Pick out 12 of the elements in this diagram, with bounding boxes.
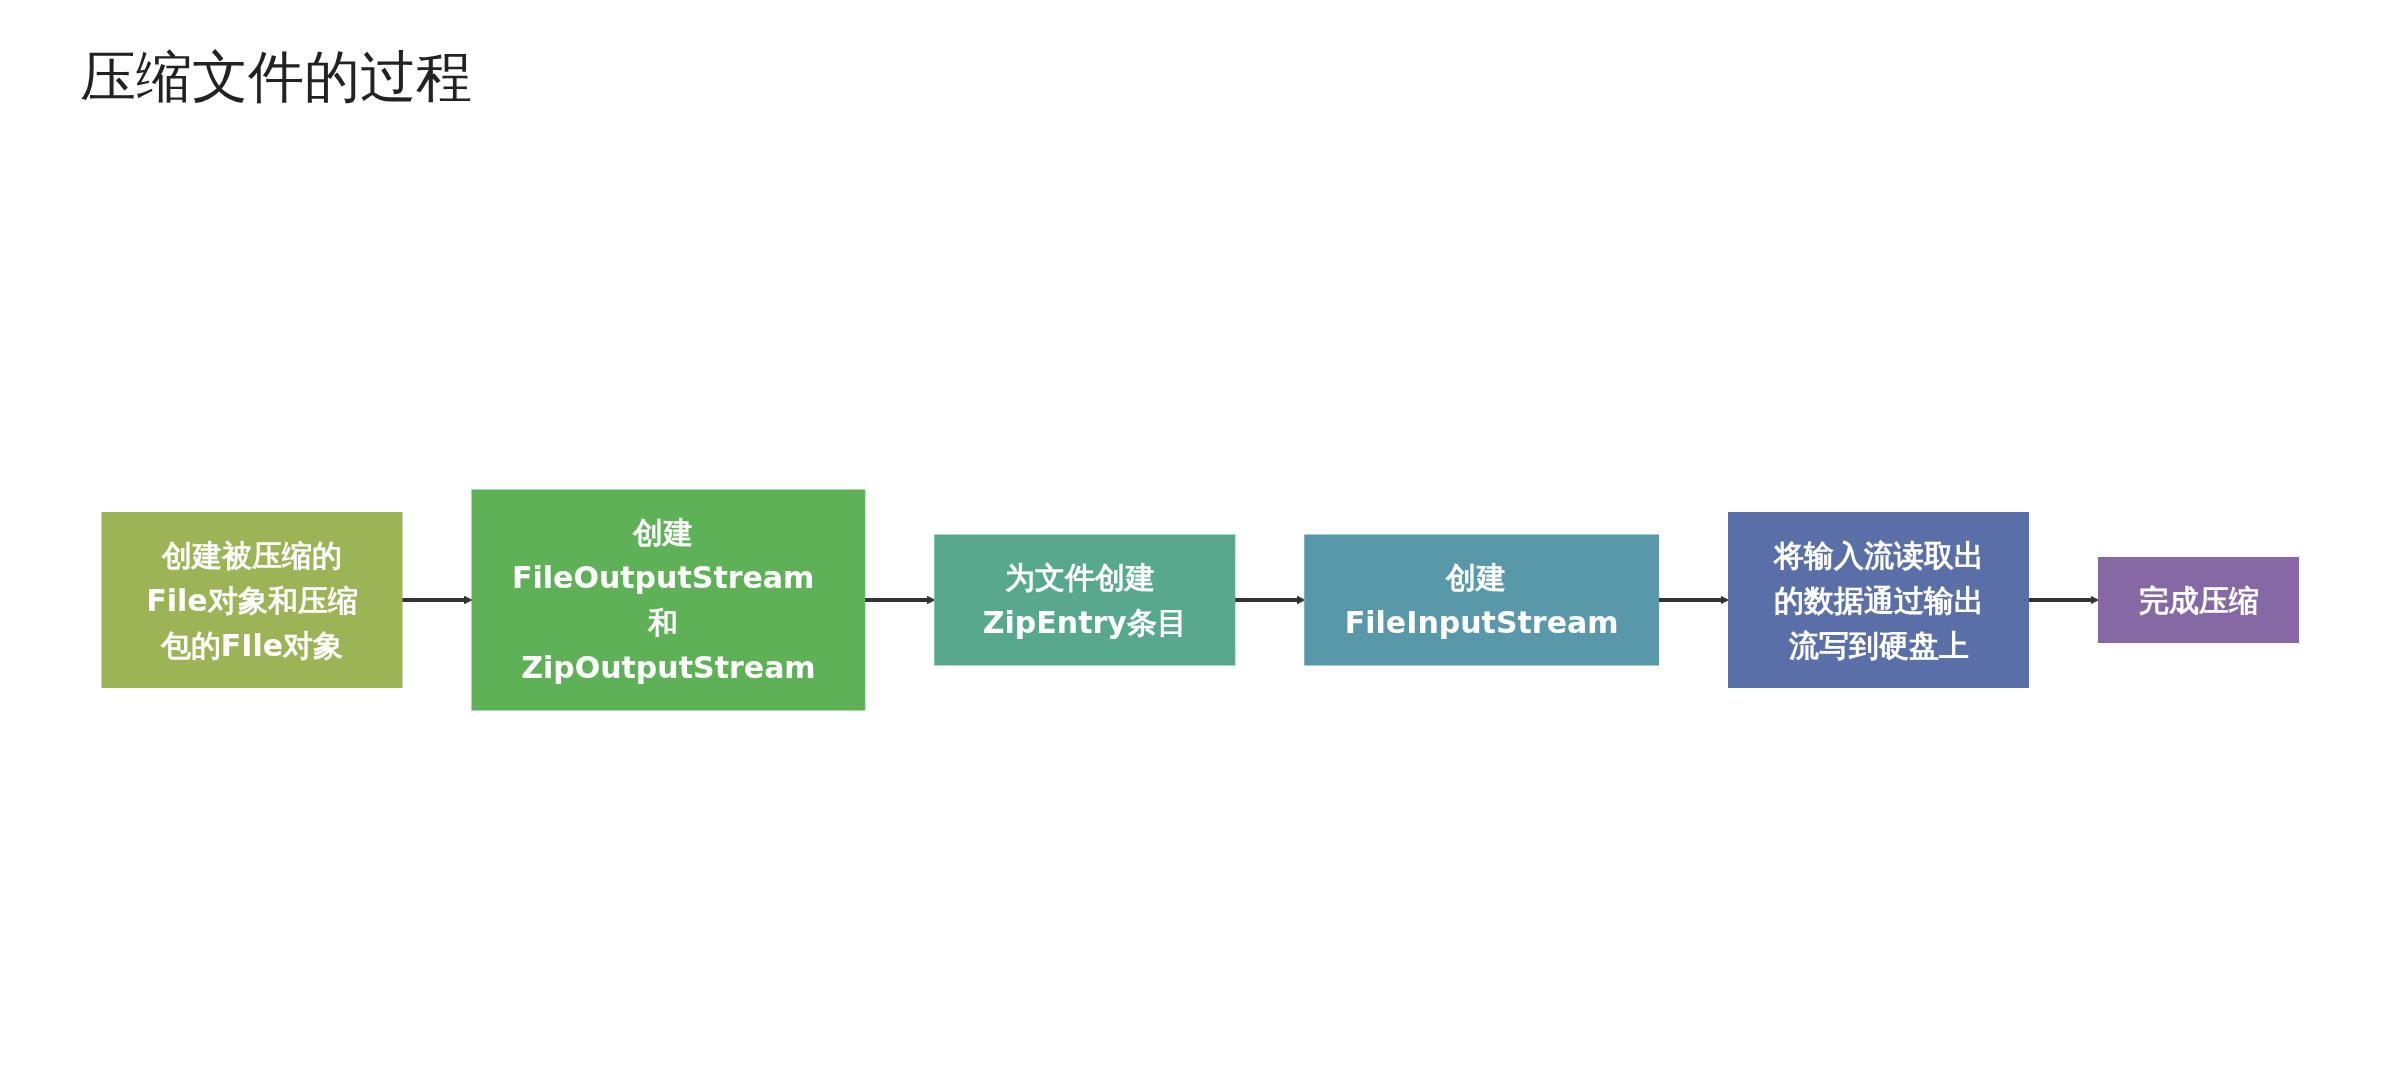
arrow [1658,595,1729,605]
arrow [1234,595,1305,605]
node-box: 创建 FileInputStream [1304,534,1659,666]
arrow [2028,595,2099,605]
node-box: 为文件创建 ZipEntry条目 [934,534,1236,666]
node-box: 将输入流读取出的数据通过输出流写到硬盘上 [1727,512,2029,688]
node-box: 完成压缩 [2097,557,2299,643]
arrow [864,595,935,605]
node-box: 创建被压缩的File对象和压缩包的FIle对象 [101,512,403,688]
slide-title: 压缩文件的过程 [80,43,472,111]
arrow [401,595,473,605]
node-box: 创建 FileOutputStream 和 ZipOutputStream [471,489,866,711]
